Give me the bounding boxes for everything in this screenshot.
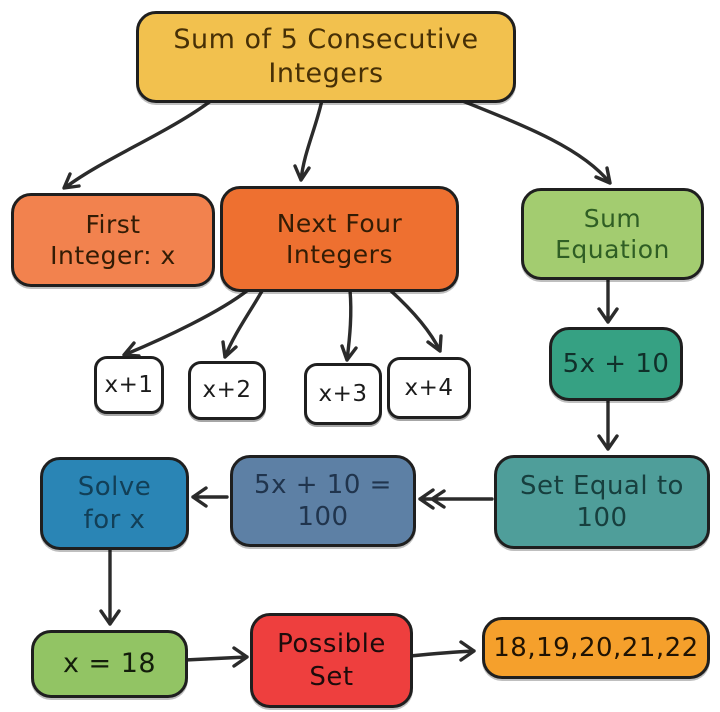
arrow-title-to-next-four [293,98,324,182]
node-solve-for-x: Solve for x [40,457,189,550]
node-5x-plus-10-equals-100: 5x + 10 = 100 [230,455,416,547]
node-sum-equation: Sum Equation [521,188,704,280]
arrow-next-four-to-x1 [122,288,250,358]
arrow-title-to-sum-equation [458,98,612,185]
node-5x-plus-10: 5x + 10 [549,327,683,401]
node-result-set: 18,19,20,21,22 [482,617,710,679]
arrow-set-equal-to-equation [418,488,494,510]
node-x-equals-18: x = 18 [31,630,188,698]
node-x-plus-2: x+2 [188,361,266,420]
arrow-x18-to-possible-set [183,646,249,668]
arrow-next-four-to-x4 [388,288,443,353]
arrow-sum-equation-to-5x10 [597,275,619,324]
arrow-solve-to-x18 [99,545,121,626]
arrow-equation-to-solve [191,486,229,508]
arrow-5x10-to-set-equal [597,396,619,451]
arrow-next-four-to-x2 [221,289,264,359]
node-x-plus-1: x+1 [94,356,164,414]
node-x-plus-4: x+4 [387,357,471,419]
node-first-integer: First Integer: x [11,193,215,287]
node-set-equal-to-100: Set Equal to 100 [494,455,710,549]
arrow-next-four-to-x3 [340,288,358,362]
node-sum-of-5-consecutive-integers: Sum of 5 Consecutive Integers [136,11,516,103]
arrow-possible-set-to-result [408,640,476,662]
node-next-four-integers: Next Four Integers [220,186,459,292]
node-possible-set: Possible Set [250,613,413,708]
node-x-plus-3: x+3 [304,363,382,425]
arrow-title-to-first-integer [62,98,214,190]
